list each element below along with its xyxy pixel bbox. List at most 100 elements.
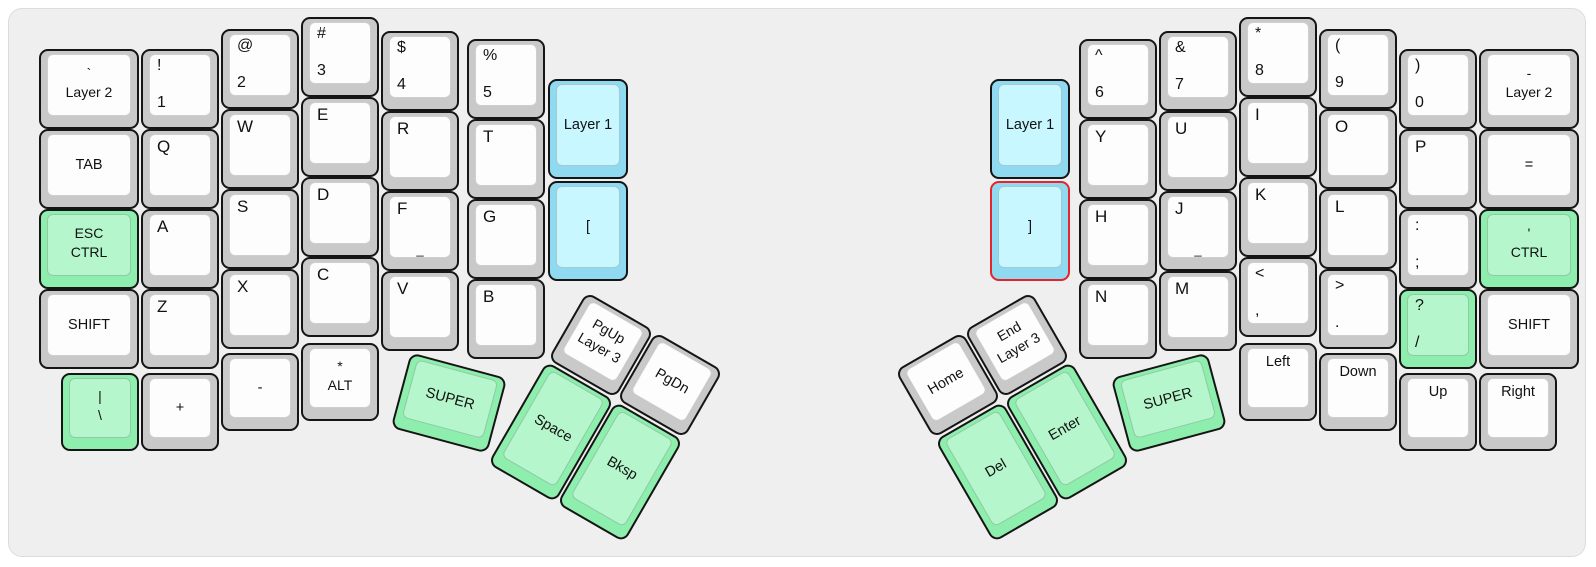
keycap-top: Y: [1087, 124, 1149, 186]
key-label: V: [397, 279, 409, 298]
key-u[interactable]: U: [1159, 111, 1237, 191]
keycap-top: U: [1167, 116, 1229, 178]
keycap-top: P: [1407, 134, 1469, 196]
key-question-slash[interactable]: ?/: [1399, 289, 1477, 369]
key-percent-5[interactable]: %5: [467, 39, 545, 119]
key-minus-bottom[interactable]: -: [221, 353, 299, 431]
key-label: Layer 2: [1505, 84, 1553, 100]
key-label: -: [1526, 65, 1532, 81]
key-label: ': [1527, 225, 1531, 241]
key-c[interactable]: C: [301, 257, 379, 337]
key-i[interactable]: I: [1239, 97, 1317, 177]
key-equals[interactable]: =: [1479, 129, 1579, 209]
key-q[interactable]: Q: [141, 129, 219, 209]
key-minus-layer2[interactable]: - Layer 2: [1479, 49, 1579, 129]
key-dollar-4[interactable]: $4: [381, 31, 459, 111]
key-y[interactable]: Y: [1079, 119, 1157, 199]
key-p[interactable]: P: [1399, 129, 1477, 209]
keycap-top: Left: [1247, 348, 1309, 408]
key-label: B: [483, 287, 495, 306]
key-label: U: [1175, 119, 1188, 138]
key-layer1-left[interactable]: Layer 1: [548, 79, 628, 179]
key-arrow-right[interactable]: Right: [1479, 373, 1557, 451]
key-shift-left[interactable]: SHIFT: [39, 289, 139, 369]
key-pipe-backslash[interactable]: |\: [61, 373, 139, 451]
key-w[interactable]: W: [221, 109, 299, 189]
key-label: Layer 1: [563, 117, 613, 133]
key-j[interactable]: J_: [1159, 191, 1237, 271]
keycap-top: E: [309, 102, 371, 164]
key-quote-ctrl[interactable]: 'CTRL: [1479, 209, 1579, 289]
key-r[interactable]: R: [381, 111, 459, 191]
keycap-top: $4: [389, 36, 451, 98]
key-arrow-left[interactable]: Left: [1239, 343, 1317, 421]
keycap-top: <,: [1247, 262, 1309, 324]
key-s[interactable]: S: [221, 189, 299, 269]
key-k[interactable]: K: [1239, 177, 1317, 257]
key-label: +: [175, 400, 185, 416]
key-t[interactable]: T: [467, 119, 545, 199]
key-n[interactable]: N: [1079, 279, 1157, 359]
key-label: J: [1175, 199, 1184, 218]
key-colon-semicolon[interactable]: :;: [1399, 209, 1477, 289]
keycap-top: C: [309, 262, 371, 324]
key-d[interactable]: D: [301, 177, 379, 257]
key-hash-3[interactable]: #3: [301, 17, 379, 97]
key-label: Up: [1428, 384, 1448, 400]
key-lt-comma[interactable]: <,: [1239, 257, 1317, 337]
key-rbracket[interactable]: ]: [990, 181, 1070, 281]
key-lbracket[interactable]: [: [548, 181, 628, 281]
key-label: Home: [925, 364, 967, 399]
key-z[interactable]: Z: [141, 289, 219, 369]
homing-bar: _: [1194, 242, 1202, 257]
key-asterisk-8[interactable]: *8: [1239, 17, 1317, 97]
key-arrow-up[interactable]: Up: [1399, 373, 1477, 451]
key-label: H: [1095, 207, 1108, 226]
key-at-2[interactable]: @2: [221, 29, 299, 109]
key-h[interactable]: H: [1079, 199, 1157, 279]
key-x[interactable]: X: [221, 269, 299, 349]
key-e[interactable]: E: [301, 97, 379, 177]
key-label: |: [98, 388, 102, 404]
key-label: 1: [157, 94, 166, 111]
key-label: M: [1175, 279, 1190, 298]
key-caret-6[interactable]: ^6: [1079, 39, 1157, 119]
key-asterisk-alt[interactable]: *ALT: [301, 343, 379, 421]
key-super-right[interactable]: SUPER: [1110, 352, 1228, 454]
key-label: Right: [1501, 384, 1535, 400]
key-layer1-right[interactable]: Layer 1: [990, 79, 1070, 179]
key-g[interactable]: G: [467, 199, 545, 279]
key-a[interactable]: A: [141, 209, 219, 289]
keycap-top: V: [389, 276, 451, 338]
key-super-left[interactable]: SUPER: [390, 352, 508, 454]
key-amp-7[interactable]: &7: [1159, 31, 1237, 111]
key-m[interactable]: M: [1159, 271, 1237, 351]
keycap-top: 'CTRL: [1487, 214, 1571, 276]
key-v[interactable]: V: [381, 271, 459, 351]
key-l[interactable]: L: [1319, 189, 1397, 269]
key-label: $: [397, 39, 406, 56]
key-gt-period[interactable]: >.: [1319, 269, 1397, 349]
key-label: A: [157, 217, 169, 236]
keycap-top: *ALT: [309, 348, 371, 408]
key-b[interactable]: B: [467, 279, 545, 359]
key-shift-right[interactable]: SHIFT: [1479, 289, 1579, 369]
key-label: G: [483, 207, 497, 226]
key-label: R: [397, 119, 410, 138]
key-rparen-0[interactable]: )0: [1399, 49, 1477, 129]
key-label: 5: [483, 84, 492, 101]
key-f[interactable]: F_: [381, 191, 459, 271]
key-grave-layer2[interactable]: `Layer 2: [39, 49, 139, 129]
key-exclam-1[interactable]: !1: [141, 49, 219, 129]
key-lparen-9[interactable]: (9: [1319, 29, 1397, 109]
key-label: ): [1415, 57, 1421, 74]
key-plus[interactable]: +: [141, 373, 219, 451]
keycap-top: W: [229, 114, 291, 176]
key-arrow-down[interactable]: Down: [1319, 353, 1397, 431]
key-label: 6: [1095, 84, 1104, 101]
key-o[interactable]: O: [1319, 109, 1397, 189]
key-tab[interactable]: TAB: [39, 129, 139, 209]
key-label: 2: [237, 74, 246, 91]
